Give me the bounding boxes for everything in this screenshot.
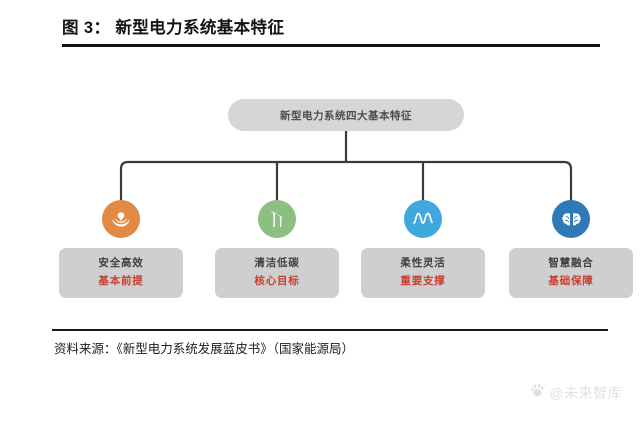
branch-node-2: 清洁低碳 核心目标 <box>215 200 339 298</box>
branch-subtitle-3: 重要支撑 <box>400 275 446 287</box>
source-note: 资料来源：《新型电力系统发展蓝皮书》（国家能源局） <box>54 342 355 356</box>
branch-node-1: 安全高效 基本前提 <box>59 200 183 298</box>
waveform-icon <box>404 200 442 238</box>
branch-node-4: 智慧融合 基础保障 <box>509 200 633 298</box>
branch-title-3: 柔性灵活 <box>400 257 446 270</box>
root-node: 新型电力系统四大基本特征 <box>228 99 464 131</box>
page-title: 图 3： 新型电力系统基本特征 <box>62 19 285 37</box>
branch-title-2: 清洁低碳 <box>254 257 300 270</box>
wind-turbine-icon <box>258 200 296 238</box>
paw-logo-icon <box>530 382 546 403</box>
title-divider <box>62 44 600 47</box>
diagram-canvas: 新型电力系统四大基本特征 安全高效 基本前提 <box>0 52 640 314</box>
branch-subtitle-4: 基础保障 <box>548 275 594 287</box>
brain-icon <box>552 200 590 238</box>
branch-title-4: 智慧融合 <box>548 257 594 270</box>
branch-title-1: 安全高效 <box>98 257 144 270</box>
branch-box-2: 清洁低碳 核心目标 <box>215 248 339 298</box>
branch-node-3: 柔性灵活 重要支撑 <box>361 200 485 298</box>
branch-box-1: 安全高效 基本前提 <box>59 248 183 298</box>
watermark: @未来智库 <box>530 382 622 403</box>
watermark-text: @未来智库 <box>549 384 622 401</box>
branch-box-4: 智慧融合 基础保障 <box>509 248 633 298</box>
branch-subtitle-1: 基本前提 <box>98 275 144 287</box>
root-node-label: 新型电力系统四大基本特征 <box>280 109 412 122</box>
branch-box-3: 柔性灵活 重要支撑 <box>361 248 485 298</box>
branch-subtitle-2: 核心目标 <box>254 275 300 287</box>
source-divider <box>52 329 608 331</box>
hands-lightbulb-icon <box>102 200 140 238</box>
